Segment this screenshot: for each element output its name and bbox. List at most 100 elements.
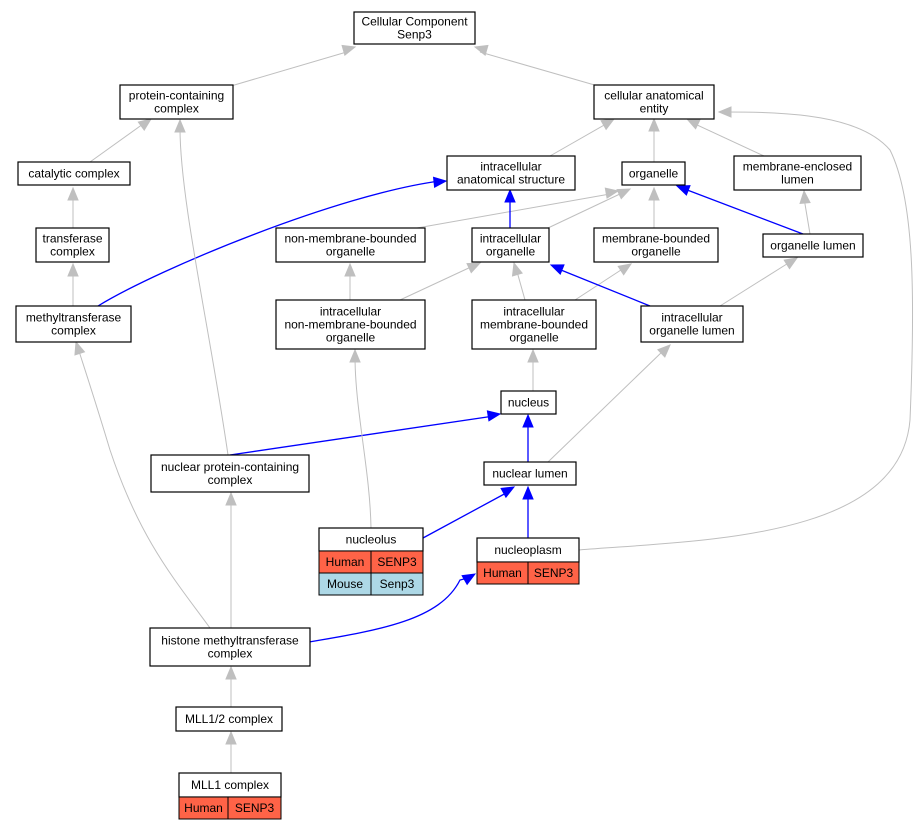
node-box: [471, 227, 550, 263]
edge-organelle-lumen-to-organelle: [675, 185, 804, 235]
node-label: complex: [208, 647, 253, 661]
node-label: organelle lumen: [770, 239, 855, 253]
node-label: complex: [50, 245, 95, 259]
edge-io-to-organelle: [547, 188, 632, 229]
node-box: [621, 161, 686, 186]
edge-nucleoplasm-to-anatomical-entity: [578, 106, 914, 551]
node-label: methyltransferase: [26, 311, 122, 325]
species-label: Human: [184, 801, 223, 815]
node-label: intracellular: [320, 305, 381, 319]
species-label: Mouse: [327, 577, 363, 591]
edge-hmc-to-nucleoplasm: [308, 573, 477, 643]
node-box: [483, 461, 577, 486]
graph-edges: [67, 44, 914, 773]
species-label: Human: [483, 566, 522, 580]
edge-nmbo-to-organelle: [416, 187, 620, 229]
species-label: Human: [326, 555, 365, 569]
gene-label: Senp3: [380, 577, 415, 591]
node-label: non-membrane-bounded: [284, 318, 416, 332]
node-label: complex: [208, 473, 253, 487]
node-box: [175, 706, 283, 732]
node-box: [476, 537, 580, 563]
edge-organelle-lumen-to-mel: [799, 189, 811, 235]
node-label: MLL1 complex: [191, 778, 269, 792]
node-label: organelle lumen: [649, 324, 734, 338]
node-nuclear-lumen[interactable]: nuclear lumen: [483, 461, 577, 486]
node-label: complex: [51, 324, 96, 338]
node-intracellular-non-membrane-bounded-organelle[interactable]: intracellularnon-membrane-boundedorganel…: [275, 299, 426, 350]
node-box: [17, 161, 131, 186]
edge-inmbo-to-io: [399, 262, 482, 301]
node-nucleus[interactable]: nucleus: [500, 390, 557, 415]
edge-mll1-to-mll12: [225, 730, 237, 773]
node-label: nuclear lumen: [492, 467, 567, 481]
node-label: intracellular: [480, 232, 541, 246]
edge-iol-to-organelle-lumen: [719, 257, 799, 307]
node-box: [593, 227, 719, 263]
node-label: non-membrane-bounded: [284, 232, 416, 246]
node-box: [275, 299, 426, 350]
gene-cell: [527, 561, 580, 585]
edge-hmc-to-methyltransferase: [74, 340, 211, 629]
node-catalytic-complex[interactable]: catalytic complex: [17, 161, 131, 186]
edge-io-to-ias: [504, 188, 516, 228]
node-organelle-lumen[interactable]: organelle lumen: [762, 233, 864, 258]
edge-hmc-to-npcc: [225, 491, 237, 628]
edge-nucleoplasm-to-nuclear-lumen: [522, 485, 534, 538]
annotation-row: Mouse Senp3: [318, 572, 424, 596]
edge-iol-to-io: [549, 264, 651, 307]
gene-cell: [227, 796, 282, 820]
node-label: nucleolus: [346, 533, 397, 547]
node-label: intracellular: [503, 305, 564, 319]
node-label: nucleoplasm: [494, 543, 561, 557]
edge-methyltransferase-to-ias: [97, 176, 448, 307]
edge-imbo-to-io: [511, 261, 526, 301]
node-label: cellular anatomical: [604, 89, 703, 103]
edge-nuclear-lumen-to-nucleus: [522, 413, 534, 462]
node-organelle[interactable]: organelle: [621, 161, 686, 186]
node-label: Cellular Component: [361, 15, 468, 29]
node-label: protein-containing: [129, 89, 224, 103]
node-mll1-2-complex[interactable]: MLL1/2 complex: [175, 706, 283, 732]
edge-mll12-to-hmc: [225, 665, 237, 707]
node-label: membrane-bounded: [480, 318, 588, 332]
node-label: organelle: [629, 167, 679, 181]
node-label: nuclear protein-containing: [161, 460, 299, 474]
edge-nucleolus-to-nuclear-lumen: [422, 486, 516, 539]
node-box: [178, 772, 282, 798]
edge-nucleolus-to-inmbo: [349, 348, 372, 529]
node-box: [119, 84, 234, 120]
node-label: nucleus: [508, 396, 549, 410]
gene-label: SENP3: [377, 555, 417, 569]
node-box: [446, 155, 576, 191]
node-label: complex: [154, 102, 199, 116]
gene-cell: [370, 572, 424, 596]
node-box: [275, 227, 426, 263]
node-box: [593, 84, 715, 120]
node-box: [150, 454, 310, 493]
node-box: [149, 627, 311, 667]
node-box: [471, 299, 597, 350]
node-box: [762, 233, 864, 258]
node-box: [640, 305, 744, 343]
node-label: intracellular: [480, 160, 541, 174]
